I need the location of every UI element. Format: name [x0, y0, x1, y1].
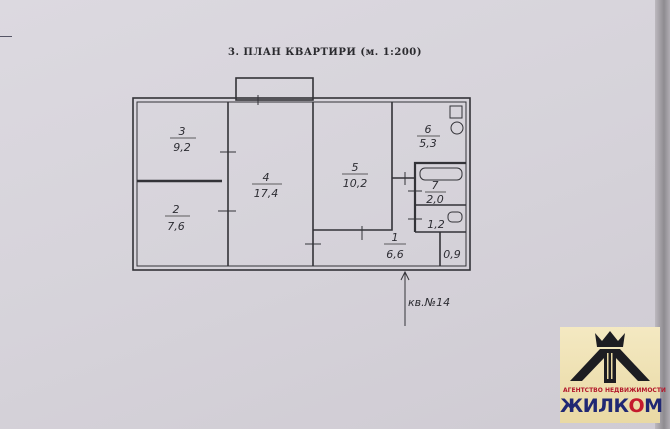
- door-marks: [218, 95, 422, 245]
- wall-room-5: [313, 102, 393, 231]
- room-6-area: 5,3: [419, 137, 437, 150]
- wc-area: 1,2: [427, 218, 445, 231]
- bathtub-icon: [419, 167, 463, 181]
- room-1-area: 6,6: [386, 248, 404, 261]
- agency-logo: АГЕНТСТВО НЕДВИЖИМОСТИ ЖИЛКОМ: [560, 327, 666, 423]
- room-4-number: 4: [263, 171, 270, 184]
- balcony: [235, 77, 314, 101]
- wall-bath: [413, 161, 466, 232]
- room-2-area: 7,6: [167, 220, 185, 233]
- room-2-number: 2: [173, 203, 180, 216]
- room-7-area: 2,0: [426, 193, 444, 206]
- room-6-number: 6: [425, 123, 432, 136]
- entrance-label: кв.№14: [408, 296, 450, 309]
- room-1-number: 1: [392, 231, 399, 244]
- closet-area: 0,9: [443, 248, 461, 261]
- building-crown-icon: [570, 331, 650, 383]
- stove-icon: [449, 105, 463, 119]
- paper-edge: [655, 0, 670, 429]
- room-3-area: 9,2: [173, 141, 191, 154]
- corner-mark: [0, 22, 12, 37]
- toilet-icon: [447, 211, 463, 223]
- inner-wall: [136, 101, 467, 267]
- logo-name-accent: О: [628, 395, 645, 417]
- outer-wall: [132, 97, 471, 271]
- logo-subtitle: АГЕНТСТВО НЕДВИЖИМОСТИ: [563, 387, 666, 394]
- arrow-head-icon: [400, 270, 410, 281]
- logo-name-end: М: [644, 395, 663, 417]
- logo-name: ЖИЛКОМ: [560, 395, 663, 417]
- room-7-number: 7: [432, 179, 439, 192]
- logo-name-part: ЖИЛК: [560, 395, 629, 417]
- plan-title: 3. ПЛАН КВАРТИРИ (м. 1:200): [228, 47, 422, 58]
- room-5-area: 10,2: [343, 177, 368, 190]
- boiler-icon: [450, 121, 464, 135]
- room-3-number: 3: [179, 125, 186, 138]
- room-4-area: 17,4: [254, 187, 279, 200]
- room-5-number: 5: [352, 161, 359, 174]
